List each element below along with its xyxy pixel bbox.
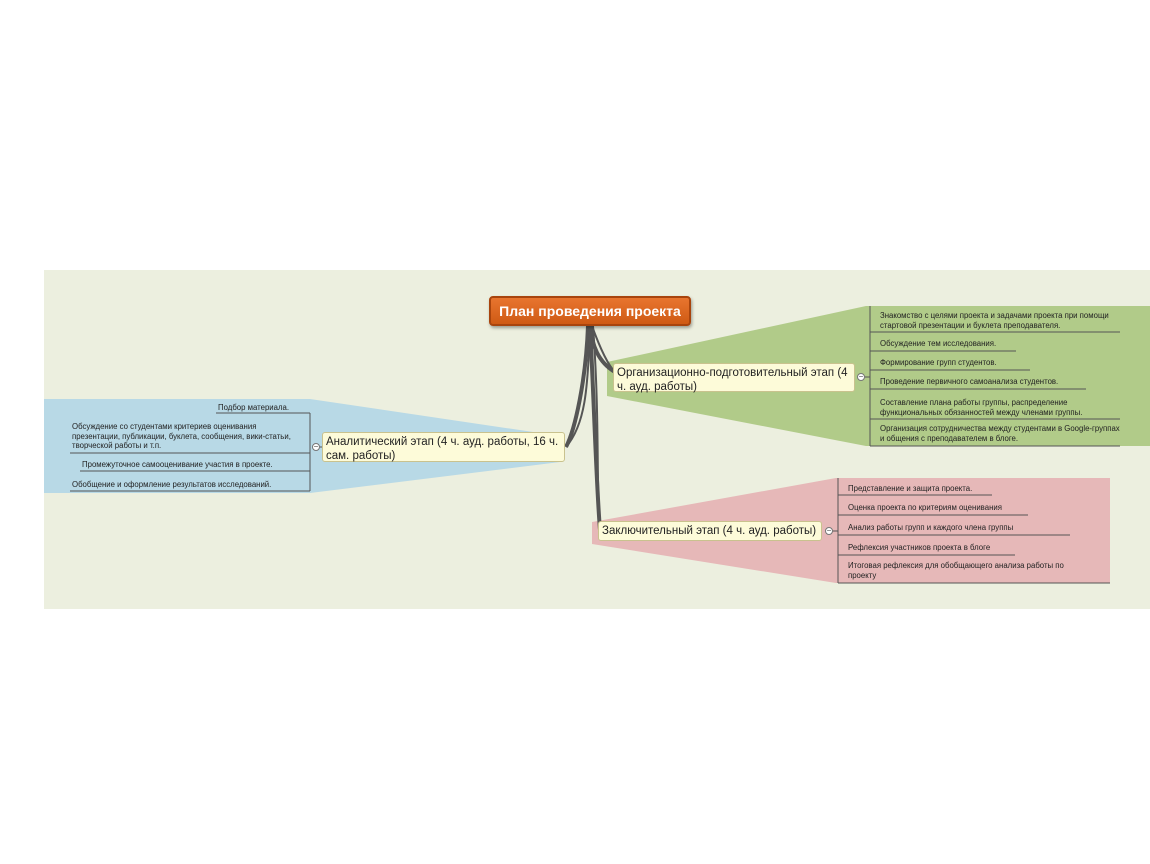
root-topic[interactable]: План проведения проекта xyxy=(489,296,691,326)
list-item: Рефлексия участников проекта в блоге xyxy=(848,543,991,552)
branch-3-fan xyxy=(592,478,1110,583)
list-item: Представление и защита проекта. xyxy=(848,484,973,493)
list-item: Промежуточное самооценивание участия в п… xyxy=(82,460,273,469)
list-item: Подбор материала. xyxy=(218,403,290,412)
collapse-toggle-icon[interactable]: − xyxy=(857,372,865,381)
collapse-toggle-icon[interactable]: − xyxy=(825,526,833,535)
branch-1-fan xyxy=(607,306,1150,446)
branch-2-leaf-lines xyxy=(70,412,322,492)
list-item: Составление плана работы группы, распред… xyxy=(880,398,1083,417)
list-item: Итоговая рефлексия для обобщающего анали… xyxy=(848,561,1064,580)
branch-3-leaf-lines xyxy=(832,478,1110,584)
list-item: Знакомство с целями проекта и задачами п… xyxy=(880,311,1109,330)
list-item: Оценка проекта по критериям оценивания xyxy=(848,503,1002,512)
branch-1-leaf-lines xyxy=(862,306,1120,447)
branch-final[interactable]: Заключительный этап (4 ч. ауд. работы) xyxy=(598,521,822,541)
list-item: Обсуждение со студентами критериев оцени… xyxy=(72,422,291,450)
list-item: Проведение первичного самоанализа студен… xyxy=(880,377,1059,386)
branch-organizational[interactable]: Организационно-подготовительный этап (4 … xyxy=(613,363,855,393)
list-item: Обобщение и оформление результатов иссле… xyxy=(72,480,272,489)
root-connectors xyxy=(564,325,617,531)
branch-2-fan xyxy=(44,399,560,493)
list-item: Обсуждение тем исследования. xyxy=(880,339,997,348)
list-item: Формирование групп студентов. xyxy=(880,358,997,367)
list-item: Организация сотрудничества между студент… xyxy=(880,424,1120,443)
list-item: Анализ работы групп и каждого члена груп… xyxy=(848,523,1014,532)
collapse-toggle-icon[interactable]: − xyxy=(312,442,320,451)
branch-analytical[interactable]: Аналитический этап (4 ч. ауд. работы, 16… xyxy=(322,432,565,462)
